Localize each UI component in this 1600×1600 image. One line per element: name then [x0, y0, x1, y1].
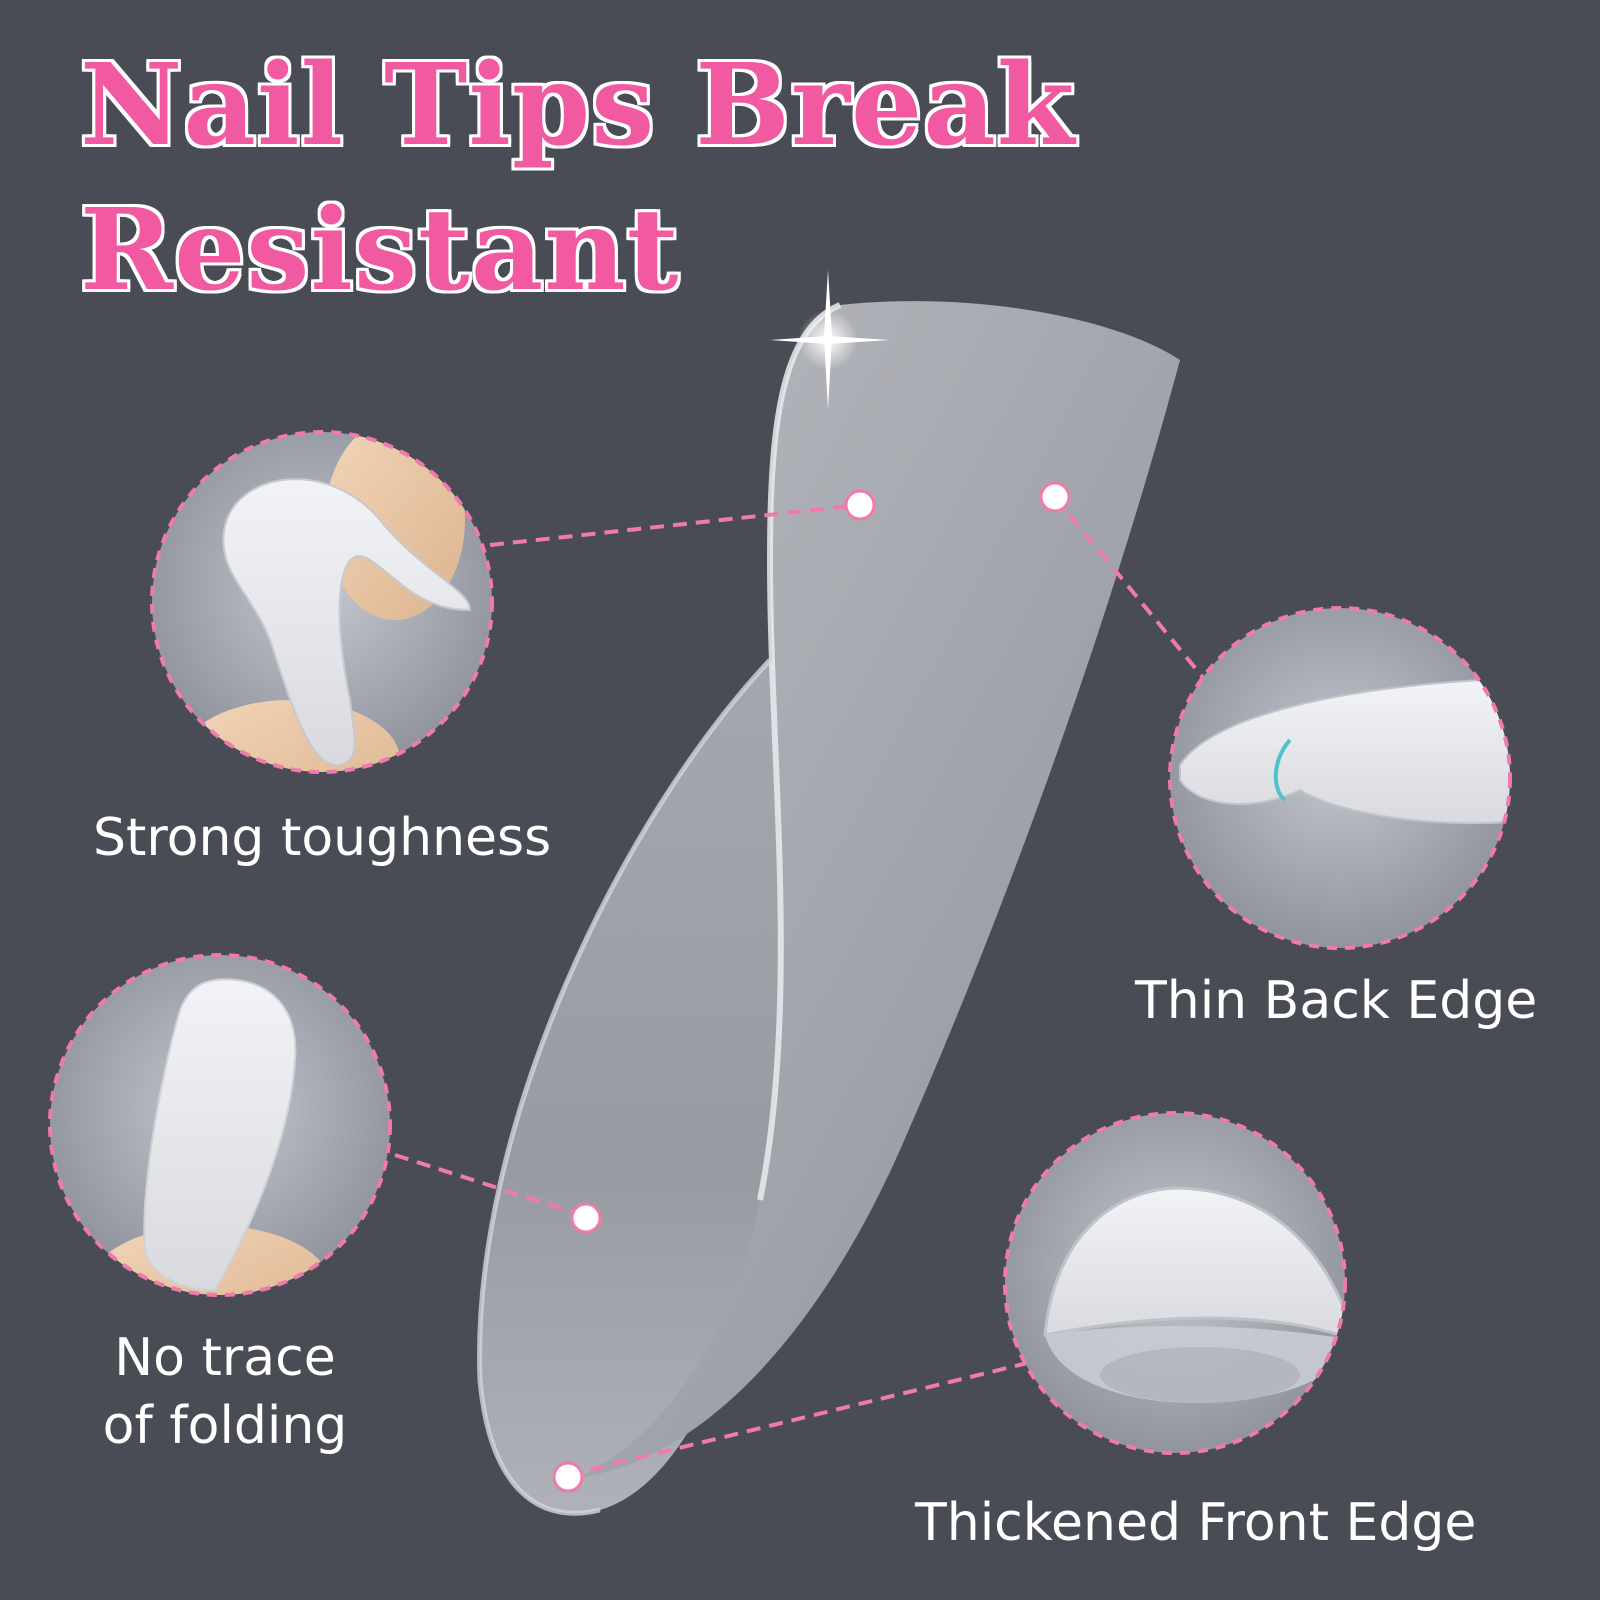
page-title-line-2: Resistant [80, 185, 680, 316]
nail-tip-front-rim [477, 658, 772, 1516]
detail-circle-no-trace [48, 953, 392, 1297]
caption-no-trace-line-1: No trace [114, 1328, 336, 1388]
connector-strong [489, 503, 861, 547]
caption-thin-back-edge: Thin Back Edge [1135, 971, 1538, 1031]
detail-circle-thickened-front-edge [1003, 1111, 1347, 1455]
dot-strong [844, 489, 876, 521]
dot-trace [570, 1202, 602, 1234]
nail-tip-highlight [757, 302, 842, 1201]
connector-dots [552, 481, 1071, 1493]
nail-tip-inner-surface [479, 660, 815, 1514]
page-title-line-1: Nail Tips Break [80, 40, 1076, 171]
caption-no-trace-of-folding: No trace of folding [85, 1325, 365, 1460]
connector-lines [394, 495, 1207, 1477]
sparkle-icon [770, 270, 890, 410]
dot-thick [552, 1461, 584, 1493]
caption-strong-toughness: Strong toughness [93, 808, 552, 868]
detail-circle-thin-back-edge [1168, 606, 1512, 950]
nail-tip-main [477, 270, 1180, 1516]
dot-thin [1039, 481, 1071, 513]
nail-tip-outer-surface [560, 301, 1180, 1480]
caption-thickened-front-edge: Thickened Front Edge [915, 1493, 1477, 1553]
connector-thick [567, 1358, 1041, 1477]
caption-no-trace-line-2: of folding [102, 1395, 348, 1456]
connector-thin [1053, 495, 1207, 682]
detail-circle-strong-toughness [150, 430, 494, 774]
connector-trace [394, 1153, 583, 1217]
